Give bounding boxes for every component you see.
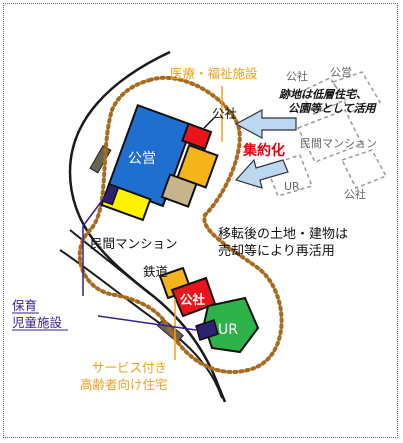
note-reuse-2: 公園等として活用: [288, 102, 378, 115]
label-medical-welfare: 医療・福祉施設: [170, 66, 258, 81]
diagram-frame: [3, 3, 398, 438]
label-right-public-corp: 公社: [286, 69, 308, 83]
ghost-building-public-housing: [331, 71, 382, 113]
main-housing-cluster: [100, 103, 219, 222]
lower-housing-cluster: [158, 266, 260, 354]
note-sale-2: 売却等により再活用: [218, 243, 335, 259]
ghost-building-public-corp-2: [340, 149, 388, 189]
relocated-building-outlines: [265, 71, 388, 197]
consolidation-arrows: [234, 108, 297, 189]
railway-line: [59, 50, 227, 403]
public-corp-leader: [203, 117, 215, 129]
label-elderly-2: 高齢者向け住宅: [80, 377, 168, 392]
tan-block: [160, 173, 198, 208]
label-right-ur: UR: [284, 180, 300, 193]
label-public-housing: 公営: [128, 151, 156, 167]
label-public-corp-mid: 公社: [180, 292, 206, 307]
label-right-private-mansion: 民間マンション: [300, 137, 377, 150]
label-public-corp-top: 公社: [212, 106, 237, 121]
childcare-leader: [82, 193, 108, 296]
ghost-building-public-corp: [298, 77, 347, 115]
arrow-lower: [234, 158, 289, 189]
arrow-upper: [234, 108, 297, 140]
ghost-building-private: [296, 109, 364, 163]
childcare-underlines: [12, 312, 68, 331]
childcare-leader-2: [97, 315, 197, 331]
label-consolidation: 集約化: [242, 142, 285, 159]
label-childcare-1: 保育: [12, 298, 37, 313]
label-private-mansion-left: 民間マンション: [90, 236, 178, 251]
red-block-top: [181, 122, 213, 151]
ghost-building-ur: [265, 154, 313, 197]
leader-lines: [82, 86, 223, 360]
label-elderly-1: サービス付き: [92, 360, 167, 375]
note-reuse-1: 跡地は低層住宅、: [279, 88, 367, 101]
childcare-navy-block: [195, 319, 219, 341]
development-boundary: [77, 75, 284, 374]
label-childcare-2: 児童施設: [12, 315, 63, 330]
label-ur-green: UR: [218, 322, 238, 338]
note-sale-1: 移転後の土地・建物は: [218, 227, 348, 242]
label-right-public-housing: 公営: [330, 65, 352, 79]
label-railway: 鉄道: [143, 264, 169, 279]
label-right-public-corp-2: 公社: [344, 187, 366, 201]
navy-block: [101, 183, 120, 206]
